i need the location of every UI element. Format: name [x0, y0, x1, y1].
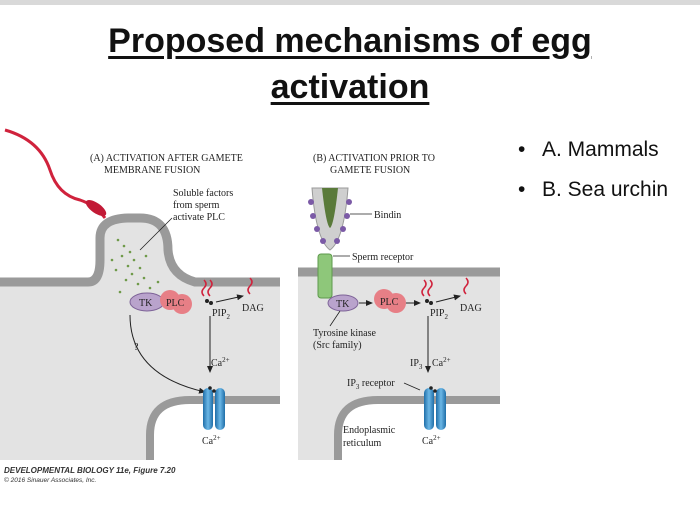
tk-b: [327, 294, 359, 312]
pip2-a-label: PIP2: [212, 308, 230, 321]
dag-a-label: DAG: [242, 303, 264, 314]
er-b: [338, 400, 500, 460]
panel-b-heading-2: GAMETE FUSION: [330, 165, 410, 176]
bullet-mammals: A. Mammals: [518, 130, 668, 170]
ip3-receptor-label: IP3 receptor: [347, 378, 395, 391]
title-line-1: Proposed mechanisms of egg: [108, 22, 592, 60]
figure-copyright: © 2016 Sinauer Associates, Inc.: [4, 477, 97, 484]
dag-b-label: DAG: [460, 303, 482, 314]
dag-b-icon: [463, 277, 469, 295]
er-label-1: Endoplasmic: [343, 425, 396, 436]
egg-activation-figure: (A) ACTIVATION AFTER GAMETE MEMBRANE FUS…: [0, 128, 500, 460]
plc-b-label: PLC: [380, 297, 399, 308]
plc-a-label: PLC: [166, 298, 185, 309]
tk-a-label: TK: [139, 298, 153, 309]
pip2-a-icon: [201, 279, 213, 305]
ca-channel-b: [424, 386, 446, 430]
top-rule: [0, 0, 700, 5]
bindin-dots: [308, 199, 352, 244]
plc-b: [374, 289, 406, 313]
ca-a-label-bottom: Ca2+: [202, 434, 221, 447]
sperm-receptor-icon: [317, 253, 333, 299]
ca-channel-a: [203, 386, 225, 430]
sperm-head-icon: [85, 199, 107, 217]
pip2-b-label: PIP2: [430, 308, 448, 321]
title-line-2: activation: [270, 68, 430, 106]
bindin-label: Bindin: [374, 210, 401, 221]
soluble-label-3: activate PLC: [173, 212, 225, 223]
tyrosine-kinase-label-2: (Src family): [313, 340, 362, 351]
ca-a-label-top: Ca2+: [211, 356, 230, 369]
slide-title: Proposed mechanisms of egg activation: [0, 18, 700, 110]
soluble-label-2: from sperm: [173, 200, 220, 211]
panel-a-heading-1: (A) ACTIVATION AFTER GAMETE: [90, 153, 243, 164]
figure-caption: DEVELOPMENTAL BIOLOGY 11e, Figure 7.20: [4, 466, 176, 475]
dag-a-icon: [247, 277, 253, 295]
sperm-receptor-label: Sperm receptor: [352, 252, 414, 263]
panel-a-plasma-membrane: [0, 213, 280, 287]
ca-b-label-top: Ca2+: [432, 356, 451, 369]
panel-a: (A) ACTIVATION AFTER GAMETE MEMBRANE FUS…: [0, 128, 280, 460]
pip2-b-icon: [421, 279, 433, 305]
panel-b: (B) ACTIVATION PRIOR TO GAMETE FUSION Bi…: [298, 153, 500, 460]
plc-a: [160, 290, 192, 314]
er-label-2: reticulum: [343, 438, 382, 449]
tyrosine-kinase-label-1: Tyrosine kinase: [313, 328, 376, 339]
er-a: [150, 400, 280, 460]
panel-a-heading-2: MEMBRANE FUSION: [104, 165, 200, 176]
ca-b-label-bottom: Ca2+: [422, 434, 441, 447]
bullet-sea-urchin: B. Sea urchin: [518, 170, 668, 210]
bullet-list: A. Mammals B. Sea urchin: [518, 130, 668, 210]
soluble-label-1: Soluble factors: [173, 188, 233, 199]
panel-b-heading-1: (B) ACTIVATION PRIOR TO: [313, 153, 435, 164]
ip3-label: IP3: [410, 358, 423, 371]
tk-b-label: TK: [336, 299, 350, 310]
